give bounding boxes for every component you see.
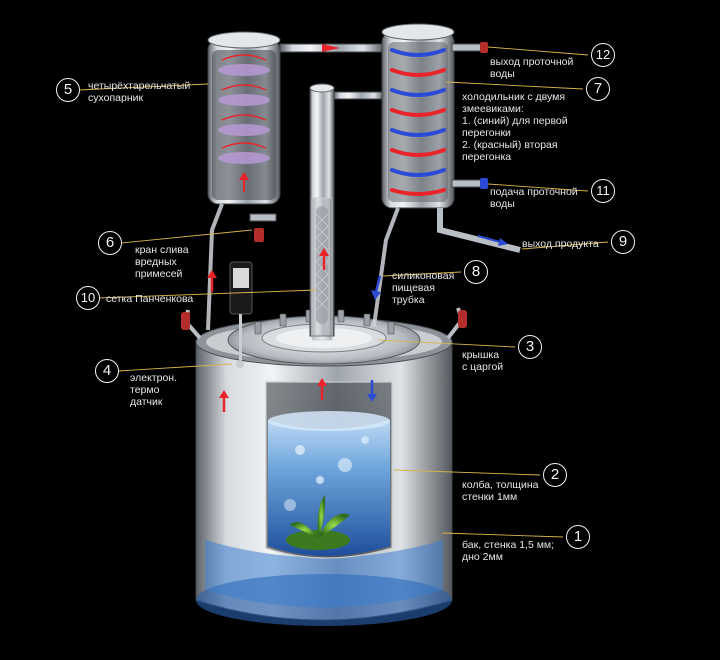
callout-12-label: выход проточной воды	[490, 56, 574, 80]
callout-3-number: 3	[518, 335, 542, 359]
callout-10-number: 10	[76, 286, 100, 310]
leader-7	[445, 81, 584, 90]
callout-11-label: подача проточной воды	[490, 186, 578, 210]
callout-1-number: 1	[566, 525, 590, 549]
callout-10-label: сетка Панченкова	[106, 293, 194, 305]
flow-arrows	[207, 248, 382, 412]
water-outlet-cap	[480, 42, 488, 53]
plant	[286, 495, 350, 550]
callout-3-label: крышка с царгой	[462, 349, 504, 373]
callout-8-label: силиконовая пищевая трубка	[392, 270, 455, 306]
callout-2-number: 2	[543, 463, 567, 487]
callout-5-label: четырёхтарельчатый сухопарник	[88, 80, 191, 104]
condenser	[381, 23, 455, 209]
thermometer	[229, 261, 253, 368]
water-inlet-port	[451, 179, 483, 188]
callout-9-label: выход продукта	[522, 238, 599, 250]
drain-valve	[249, 213, 277, 222]
product-outlet-arrowhead	[498, 238, 508, 246]
silicone-tube-left	[206, 203, 224, 331]
leader-1	[441, 532, 564, 538]
handle-grip-right	[458, 310, 467, 328]
callout-6-label: кран слива вредных примесей	[135, 244, 189, 280]
leader-8	[382, 271, 462, 277]
callout-8-number: 8	[464, 260, 488, 284]
drain-valve-handle	[254, 228, 264, 242]
leader-6	[120, 229, 253, 244]
callout-2-label: колба, толщина стенки 1мм	[462, 479, 539, 503]
leader-lines	[78, 46, 609, 538]
callout-7-label: холодильник с двумя змеевиками: 1. (сини…	[462, 91, 568, 163]
product-outlet-arrow	[477, 235, 501, 243]
callout-4-label: электрон. термо датчик	[130, 372, 178, 408]
callout-7-number: 7	[586, 77, 610, 101]
leader-10	[98, 289, 317, 299]
leader-12	[487, 46, 589, 56]
water-inlet-cap	[480, 178, 488, 189]
leader-4	[117, 363, 233, 372]
dry-steamer	[207, 31, 281, 205]
callout-11-number: 11	[591, 179, 615, 203]
silicone-tube-right	[372, 207, 400, 327]
column	[309, 83, 385, 341]
leader-9	[521, 241, 609, 250]
callout-6-number: 6	[98, 231, 122, 255]
callout-4-number: 4	[95, 359, 119, 383]
water-outlet-port	[451, 43, 483, 52]
callout-12-number: 12	[591, 43, 615, 67]
vapor-pipe-arrow	[322, 44, 340, 52]
leader-2	[393, 469, 541, 476]
handle-grip-left	[181, 312, 190, 330]
leader-3	[377, 339, 516, 348]
callout-9-number: 9	[611, 230, 635, 254]
callout-5-number: 5	[56, 78, 80, 102]
product-outlet	[437, 208, 521, 253]
leader-5	[78, 83, 209, 91]
flask	[265, 381, 393, 559]
callout-1-label: бак, стенка 1,5 мм; дно 2мм	[462, 539, 555, 563]
leader-11	[487, 183, 589, 192]
